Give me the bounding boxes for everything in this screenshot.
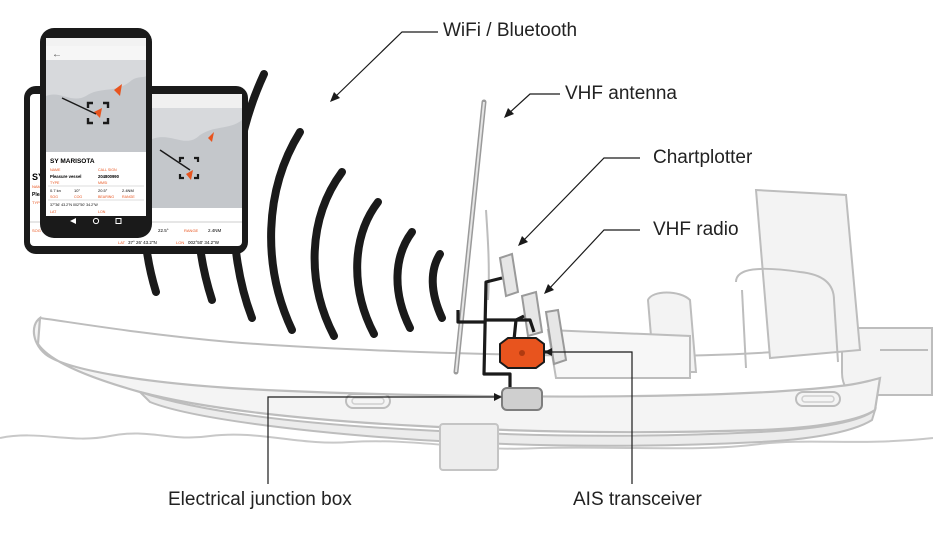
nav-recents-icon[interactable] bbox=[115, 218, 122, 224]
name-value: Pleasure vessel bbox=[50, 174, 81, 179]
vessel-name: SY MARISOTA bbox=[50, 158, 95, 165]
phone-front: ← SY MARISOTA NAME CALL SIGN Pleasure ve… bbox=[40, 28, 152, 238]
callout-vhf-antenna: VHF antenna bbox=[565, 83, 677, 104]
phone-back-range-value: 2.4NM bbox=[208, 228, 222, 233]
range-label: RANGE bbox=[122, 195, 135, 199]
boat-tube bbox=[32, 315, 882, 434]
coordinates-value: 37°36' 43.2"N 002°50' 34.2"W bbox=[50, 203, 98, 207]
bearing-label: BEARING bbox=[98, 195, 114, 199]
callout-electrical-junction-box: Electrical junction box bbox=[168, 489, 352, 510]
lon-label: LON bbox=[98, 210, 106, 214]
phone-back-range-label: RANGE bbox=[184, 228, 199, 233]
range-value: 2.4NM bbox=[122, 188, 134, 193]
vhf-antenna bbox=[453, 99, 490, 375]
callout-vhf-radio: VHF radio bbox=[653, 219, 739, 240]
water-line bbox=[0, 432, 933, 450]
phone-back-lon-label: LON bbox=[176, 240, 184, 245]
phone-back-lat-value: 37° 26' 43.2"N bbox=[128, 240, 157, 245]
nav-back-icon[interactable] bbox=[70, 218, 76, 224]
back-arrow-icon[interactable]: ← bbox=[52, 49, 62, 60]
name-label: NAME bbox=[50, 168, 61, 172]
phone-back-lat-label: LAT bbox=[118, 240, 126, 245]
rib-boat bbox=[32, 315, 882, 471]
callout-ais-transceiver: AIS transceiver bbox=[573, 489, 702, 510]
phone-back-sog-label: SOG bbox=[32, 228, 41, 233]
nav-home-icon[interactable] bbox=[92, 217, 100, 225]
phone-back-name-value: Plea bbox=[32, 192, 43, 198]
phone-back-sy: SY bbox=[32, 172, 44, 182]
ais-transceiver-unit bbox=[499, 337, 545, 369]
lat-label: LAT bbox=[50, 210, 57, 214]
callout-arrowheads bbox=[330, 92, 554, 401]
chartplotter bbox=[498, 252, 520, 298]
sog-label: SOG bbox=[50, 195, 58, 199]
boat-seats bbox=[546, 188, 862, 379]
bearing-value: 20.5° bbox=[98, 188, 108, 193]
vhf-radio bbox=[520, 290, 568, 366]
cog-label: COG bbox=[74, 195, 82, 199]
phone-back-bearing-value: 22.5° bbox=[158, 228, 169, 233]
phone-back-lon-value: 002°50' 34.2"W bbox=[188, 240, 220, 245]
callout-chartplotter: Chartplotter bbox=[653, 147, 753, 168]
callout-lines bbox=[267, 31, 640, 484]
phone-back-name-label: NAME bbox=[32, 184, 44, 189]
electrical-junction-box-unit bbox=[501, 387, 543, 411]
mmsi-label: MMSI bbox=[98, 181, 107, 185]
cog-value: 10° bbox=[74, 188, 80, 193]
callout-wifi-bluetooth: WiFi / Bluetooth bbox=[443, 20, 578, 41]
grab-handle-left bbox=[345, 393, 391, 409]
phone-back-type-label: TYPE bbox=[32, 200, 43, 205]
callsign-value: 204800990 bbox=[98, 174, 120, 179]
type-label: TYPE bbox=[50, 181, 60, 185]
sog-value: 0.7 kn bbox=[50, 188, 61, 193]
callsign-label: CALL SIGN bbox=[98, 168, 117, 172]
grab-handle-right bbox=[795, 391, 841, 407]
